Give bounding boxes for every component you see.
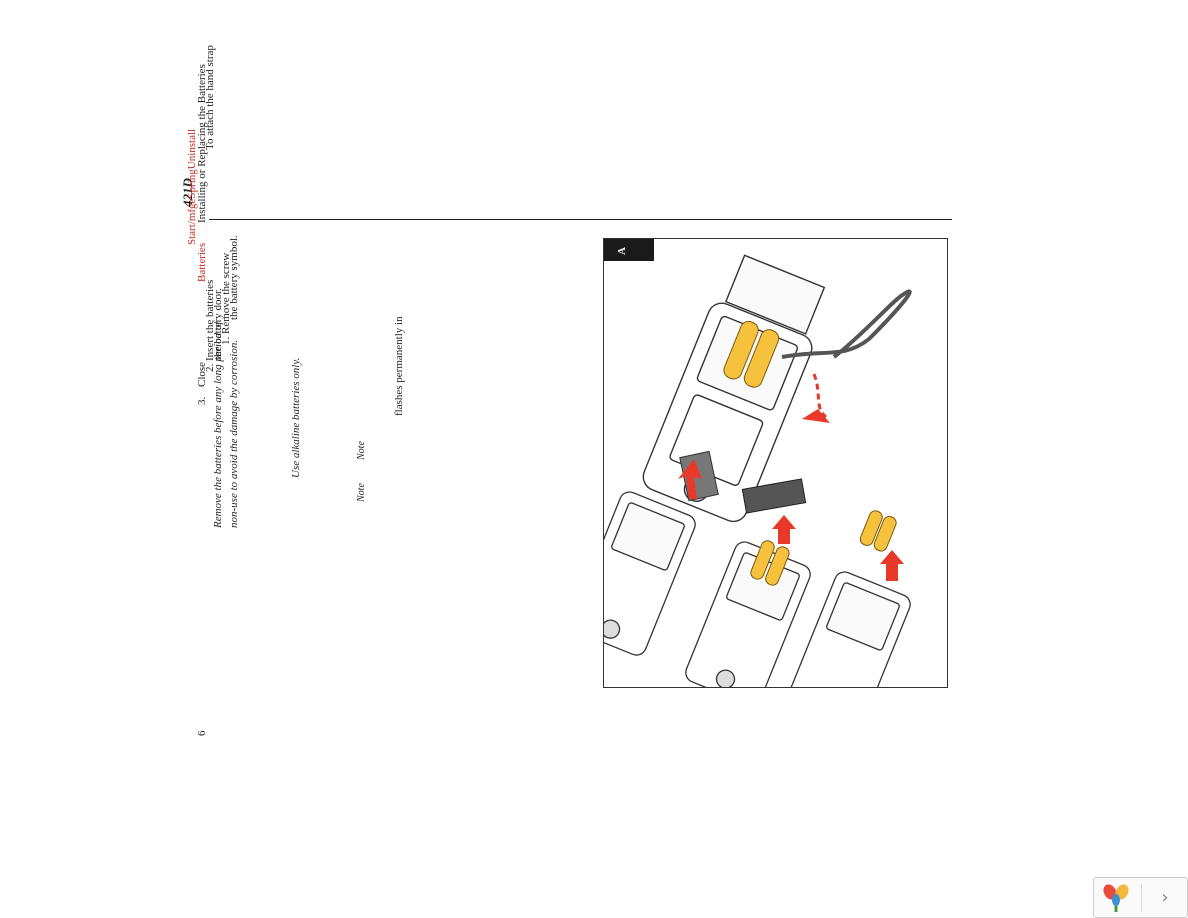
step-continuation: the battery symbol. [228, 235, 240, 320]
hand-strap-icon [781, 289, 912, 359]
viewer-nav-widget: › [1093, 877, 1188, 918]
device-icon [785, 571, 911, 687]
arrow-icon [880, 550, 904, 581]
app-logo-icon [1103, 884, 1129, 912]
subsection-title-red: Batteries [196, 242, 208, 282]
battery-installation-illustration [604, 254, 912, 687]
device-icon [642, 254, 826, 523]
arrow-icon [772, 515, 796, 544]
battery-icon [723, 320, 780, 388]
divider [1141, 884, 1142, 912]
battery-installation-figure: A [603, 238, 948, 688]
header-rule [209, 219, 952, 220]
device-icon [604, 491, 696, 656]
step-number-3: 3. [196, 396, 208, 405]
arrow-icon [802, 409, 830, 423]
figure-tag: A [604, 239, 654, 261]
page-number: 6 [196, 730, 208, 737]
warning-line-2: non-use to avoid the damage by corrosion… [228, 339, 240, 528]
arrow-icon [678, 459, 702, 499]
device-icon [685, 541, 811, 687]
alkaline-note: Use alkaline batteries only. [290, 357, 302, 478]
battery-door-icon [741, 478, 807, 514]
low-battery-note: flashes permanently in [393, 316, 405, 416]
battery-icon [859, 510, 897, 552]
warning-line-1: Remove the batteries before any long per… [212, 321, 224, 528]
arrow-icon [812, 373, 828, 419]
subsection-text: To attach the hand strap [204, 45, 216, 150]
note-label: Note [356, 483, 367, 502]
next-page-button[interactable]: › [1161, 887, 1169, 908]
note-label: Note [356, 441, 367, 460]
battery-icon [750, 540, 790, 586]
